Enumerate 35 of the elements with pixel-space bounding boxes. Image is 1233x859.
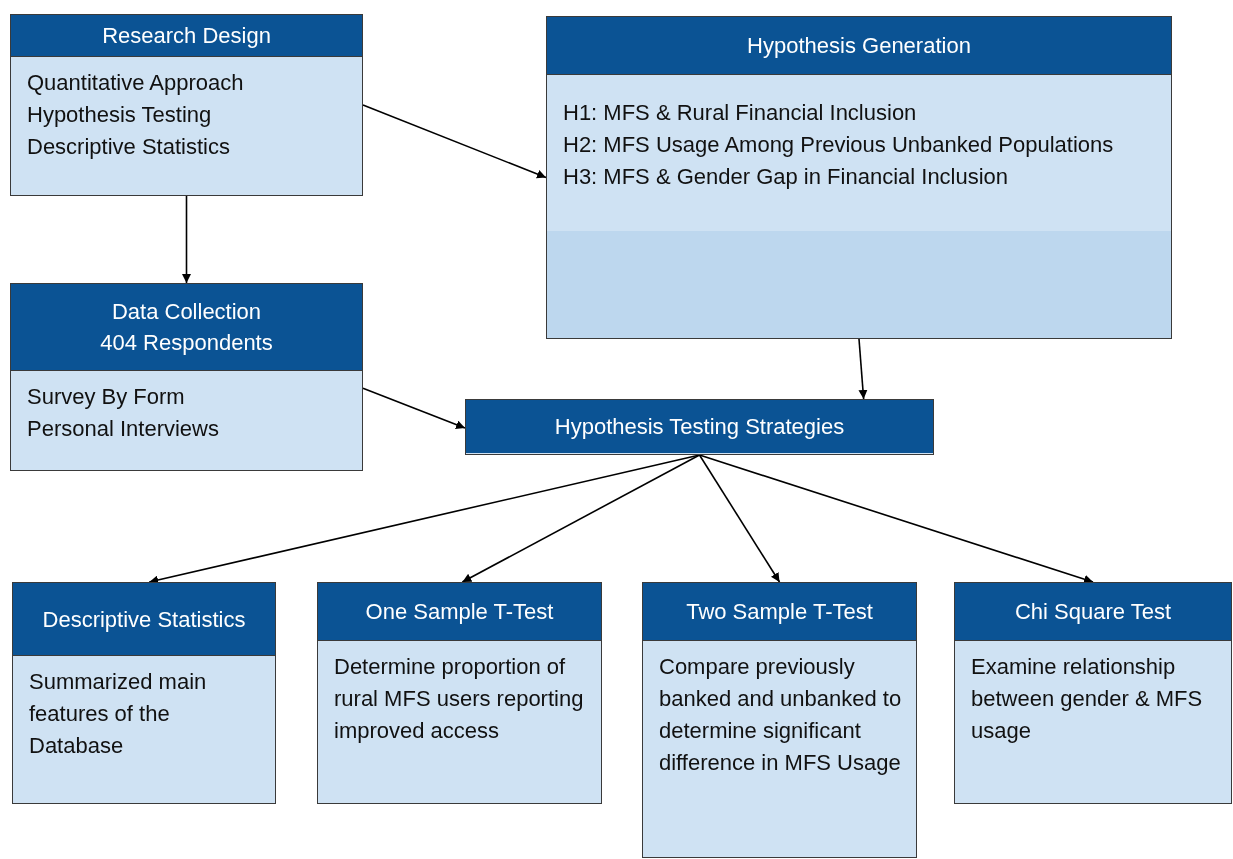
card-text: Descriptive Statistics	[27, 133, 231, 161]
process-card	[12, 582, 276, 804]
card-text: Summarized main features of the Database	[29, 668, 208, 760]
card-text: Determine proportion of rural MFS users reporting improved access	[334, 653, 585, 745]
card-title: Hypothesis Testing Strategies	[554, 413, 845, 441]
card-text: H1: MFS & Rural Financial Inclusion	[563, 99, 918, 127]
process-card	[10, 14, 363, 196]
process-card	[317, 582, 602, 804]
card-text: Personal Interviews	[27, 415, 220, 443]
card-title: Hypothesis Generation	[747, 32, 971, 60]
card-text: H3: MFS & Gender Gap in Financial Inclusion	[563, 163, 1010, 191]
card-title: Two Sample T-Test	[686, 598, 873, 626]
card-text: Compare previously banked and unbanked to determine significant difference in MFS Usage	[659, 653, 902, 777]
card-title: One Sample T-Test	[365, 598, 554, 626]
arrow	[362, 387, 466, 430]
card-title: Research Design	[102, 22, 271, 50]
arrow	[362, 104, 547, 179]
arrow	[858, 338, 868, 400]
card-title: Chi Square Test	[1014, 598, 1172, 626]
process-card	[546, 16, 1172, 339]
card-text: Quantitative Approach	[27, 69, 245, 97]
card-title: Data Collection	[111, 298, 262, 326]
card-title: Descriptive Statistics	[42, 605, 246, 634]
card-text: Hypothesis Testing	[27, 101, 213, 129]
card-title: 404 Respondents	[100, 329, 273, 357]
process-card	[642, 582, 917, 858]
arrow	[182, 195, 191, 284]
arrow	[461, 454, 701, 583]
card-text: Examine relationship between gender & MFS usage	[971, 653, 1204, 745]
card-text: Survey By Form	[27, 383, 186, 411]
process-card	[10, 283, 363, 471]
process-card	[954, 582, 1232, 804]
arrow	[698, 454, 781, 583]
arrow	[698, 454, 1094, 584]
card-text: H2: MFS Usage Among Previous Unbanked Populations	[563, 131, 1115, 159]
